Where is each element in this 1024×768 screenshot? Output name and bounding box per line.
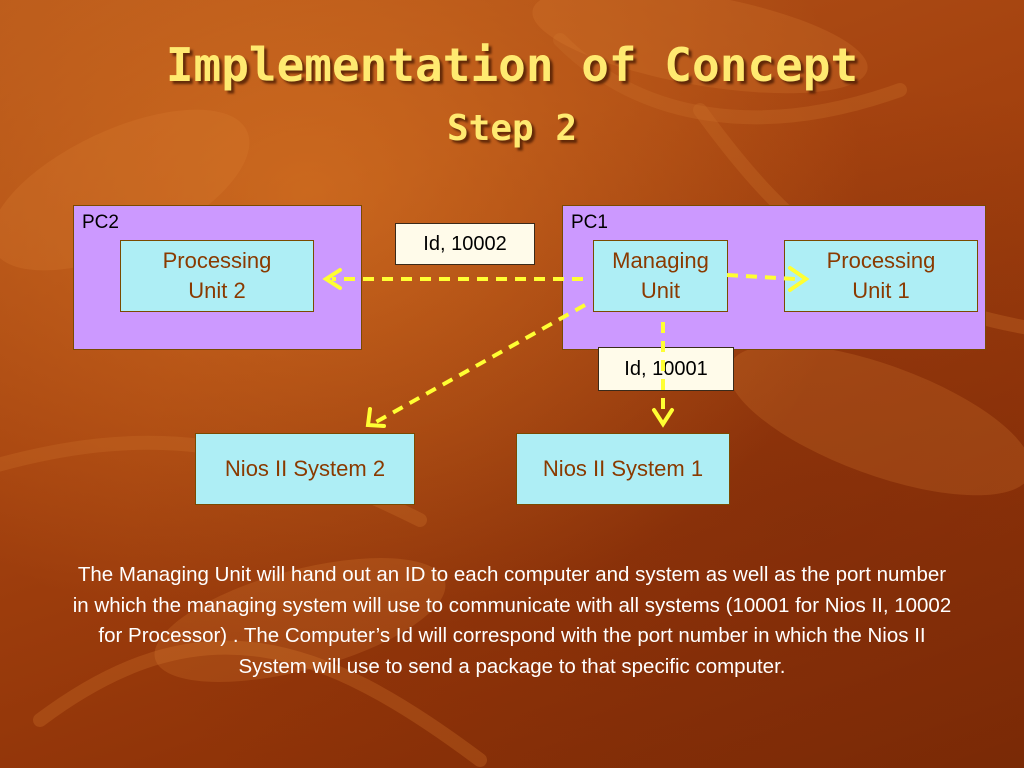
processing-unit-1: Processing Unit 1 <box>784 240 978 312</box>
processing-unit-2: Processing Unit 2 <box>120 240 314 312</box>
slide-title: Implementation of Concept <box>165 38 859 92</box>
nios-ii-system-2: Nios II System 2 <box>195 433 415 505</box>
nios-ii-system-1: Nios II System 1 <box>516 433 730 505</box>
pc1-label: PC1 <box>571 212 608 233</box>
description-text: The Managing Unit will hand out an ID to… <box>72 563 952 678</box>
slide-subtitle: Step 2 <box>446 108 578 149</box>
id-10001-label: Id, 10001 <box>598 347 734 391</box>
managing-unit: Managing Unit <box>593 240 728 312</box>
pc2-label: PC2 <box>82 212 119 233</box>
id-10002-label: Id, 10002 <box>395 223 535 265</box>
